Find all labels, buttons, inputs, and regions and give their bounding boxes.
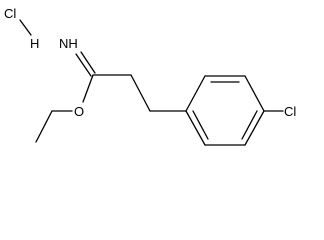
ring-double-bond-left: [192, 110, 209, 140]
c-n-double-bond-b: [80, 51, 96, 74]
molecule-drawing: Cl H NH O Cl: [4, 6, 296, 146]
c-o-bond: [82, 74, 94, 103]
ring-bond-6: [185, 110, 206, 146]
hcl-hydrogen-label: H: [30, 36, 39, 51]
ring-bond-3: [244, 75, 265, 112]
ring-bond-1: [185, 75, 206, 112]
c-n-double-bond-a: [75, 53, 92, 77]
imine-nh-label: NH: [59, 36, 78, 51]
hcl-chlorine-label: Cl: [4, 6, 16, 21]
h-cl-bond: [19, 19, 32, 36]
ch2-ch2-bond: [130, 74, 151, 112]
ester-oxygen-label: O: [74, 104, 84, 119]
aryl-chlorine-label: Cl: [284, 104, 296, 119]
ethyl-ch3-bond: [35, 110, 53, 143]
ring-bond-4: [244, 110, 265, 146]
ring-double-bond-right: [241, 110, 258, 140]
structure-canvas: Cl H NH O Cl: [4, 6, 297, 146]
